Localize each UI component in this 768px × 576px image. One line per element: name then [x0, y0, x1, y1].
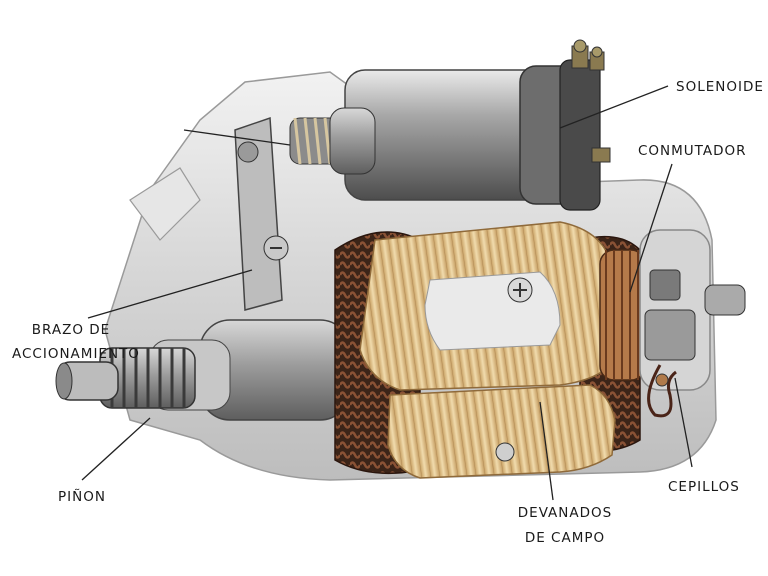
- label-devanados-line1: DEVANADOS: [517, 505, 613, 521]
- leader-line-cepillos: [674, 377, 693, 468]
- label-pinon: PIÑON: [58, 489, 106, 505]
- leader-line-devanados: [539, 401, 554, 501]
- leader-line-plunger: [183, 129, 291, 146]
- label-cepillos: CEPILLOS: [668, 479, 740, 495]
- label-brazo-line2: ACCIONAMIENTO: [12, 346, 140, 362]
- commutator: [599, 249, 646, 381]
- label-solenoide: SOLENOIDE: [676, 79, 764, 95]
- leader-lines: [81, 85, 693, 501]
- label-brazo-line1: BRAZO DE: [31, 322, 111, 338]
- leader-line-solenoide: [559, 85, 669, 129]
- leader-line-brazo: [87, 269, 253, 319]
- leader-line-conmutador: [629, 163, 673, 293]
- leader-line-pinon: [81, 417, 151, 481]
- label-devanados-line2: DE CAMPO: [524, 530, 606, 546]
- label-conmutador: CONMUTADOR: [638, 143, 747, 159]
